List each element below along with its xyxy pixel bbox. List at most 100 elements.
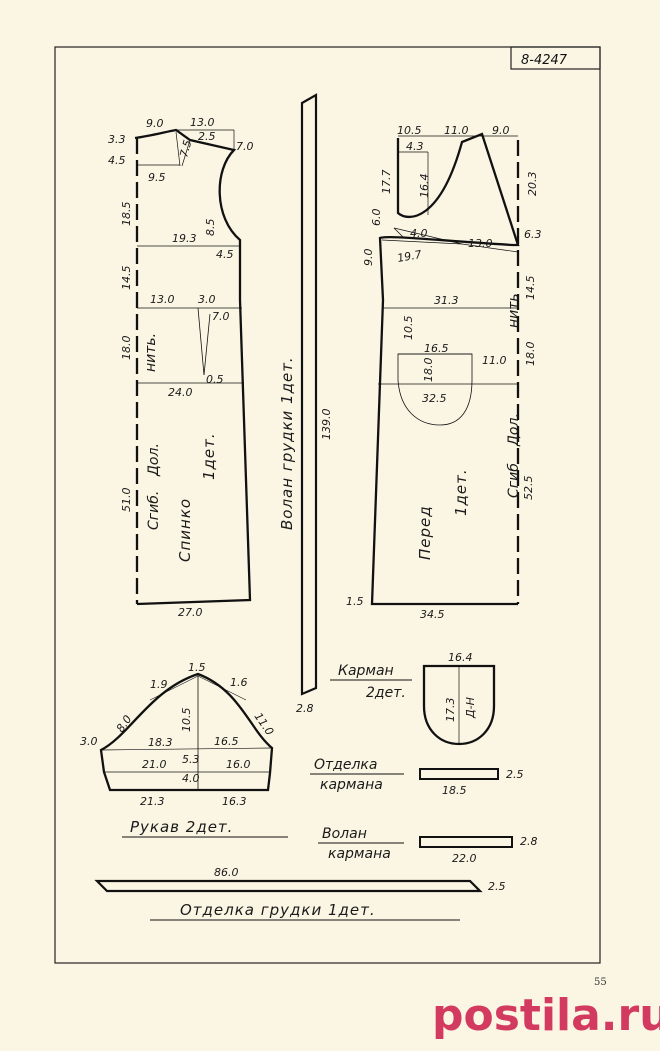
front-m-13-0: 13.0: [468, 237, 493, 250]
pocket-m-17-3: 17.3: [444, 698, 457, 723]
front-m-31-3: 31.3: [434, 294, 459, 307]
front-m-32-5: 32.5: [422, 392, 447, 405]
back-title: Спинко: [176, 498, 194, 562]
sleeve-m-11-0: 11.0: [252, 710, 277, 738]
back-m-4-5b: 4.5: [216, 248, 234, 261]
otdelka-karmana-label1: Отделка: [314, 757, 377, 773]
front-grain: Дол.: [506, 413, 522, 447]
volan-karmana-label1: Волан: [322, 826, 367, 842]
sleeve-m-21-3: 21.3: [140, 795, 165, 808]
front-m-4-3: 4.3: [406, 140, 424, 153]
otdelka-karmana-label2: кармана: [320, 777, 383, 793]
volan-karmana-label2: кармана: [328, 846, 391, 862]
pocket-piece: [422, 664, 496, 746]
back-m-3-0: 3.0: [198, 293, 216, 306]
front-piece: [370, 132, 520, 606]
volan-grudki-len: 139.0: [320, 409, 333, 441]
back-m-51-0: 51.0: [120, 488, 133, 513]
front-m-4-0: 4.0: [410, 227, 428, 240]
back-m-18-5: 18.5: [120, 202, 133, 227]
back-m-8-5: 8.5: [204, 219, 217, 237]
back-m-24-0: 24.0: [168, 386, 193, 399]
front-m-18-0: 18.0: [422, 358, 435, 383]
back-m-2-5: 2.5: [198, 130, 216, 143]
pocket-label1: Карман: [338, 663, 394, 679]
sleeve-m-16-5: 16.5: [214, 735, 239, 748]
otdelka-karmana-len: 18.5: [442, 784, 467, 797]
front-m-14-5: 14.5: [524, 276, 537, 301]
back-m-14-5: 14.5: [120, 266, 133, 291]
front-title: Перед: [416, 505, 434, 560]
sleeve-m-16-3: 16.3: [222, 795, 247, 808]
volan-karmana-width: 2.8: [520, 835, 538, 848]
back-m-19-3: 19.3: [172, 232, 197, 245]
front-m-18-0b: 18.0: [524, 342, 537, 367]
back-m-9-5: 9.5: [148, 171, 166, 184]
front-m-20-3: 20.3: [526, 172, 539, 197]
back-count: 1дет.: [200, 432, 218, 480]
front-m-17-7: 17.7: [380, 170, 393, 195]
front-m-6-3: 6.3: [524, 228, 542, 241]
front-count: 1дет.: [452, 468, 470, 516]
volan-grudki-label: Волан грудки 1дет.: [278, 356, 296, 530]
sleeve-m-18-3: 18.3: [148, 736, 173, 749]
otdelka-grudki-len: 86.0: [214, 866, 239, 879]
sleeve-m-4-0: 4.0: [182, 772, 200, 785]
front-m-1-5: 1.5: [346, 595, 364, 608]
sleeve-m-1-9: 1.9: [150, 678, 168, 691]
pocket-label2: 2дет.: [366, 685, 406, 701]
back-m-13-0b: 13.0: [150, 293, 175, 306]
sleeve-label: Рукав 2дет.: [130, 818, 233, 836]
front-m-16-4: 16.4: [418, 174, 431, 199]
sleeve-m-8-0: 8.0: [114, 713, 135, 735]
otdelka-karmana-piece: [419, 768, 499, 780]
front-grain2: нить: [506, 293, 522, 328]
front-m-52-5: 52.5: [522, 476, 535, 501]
sleeve-m-3-0: 3.0: [80, 735, 98, 748]
otdelka-karmana-width: 2.5: [506, 768, 524, 781]
otdelka-grudki-width: 2.5: [488, 880, 506, 893]
back-m-9-0: 9.0: [146, 117, 164, 130]
watermark: postila.ru: [432, 990, 660, 1041]
pocket-m-16-4: 16.4: [448, 651, 473, 664]
front-m-9-0: 9.0: [492, 124, 510, 137]
back-labels: 9.0 13.0 3.3 2.5 7.0 4.5 7.5 9.5 18.5 8.…: [108, 116, 254, 619]
front-m-9-0b: 9.0: [362, 249, 375, 267]
volan-karmana-piece: [419, 836, 513, 848]
front-m-16-5: 16.5: [424, 342, 449, 355]
sleeve-m-1-5: 1.5: [188, 661, 206, 674]
sleeve-m-10-5: 10.5: [180, 708, 193, 733]
otdelka-grudki-piece: [94, 879, 483, 893]
back-fold: Сгиб.: [146, 491, 162, 530]
sleeve-m-16-0: 16.0: [226, 758, 251, 771]
sleeve-m-1-6: 1.6: [230, 676, 248, 689]
front-m-6-0: 6.0: [370, 209, 383, 227]
volan-grudki-width: 2.8: [296, 702, 314, 715]
back-grain2: нить.: [143, 333, 159, 372]
page-frame: [54, 46, 601, 964]
back-m-0-5: 0.5: [206, 373, 224, 386]
pocket-inner: Д-Н: [464, 697, 477, 719]
front-m-11-0: 11.0: [444, 124, 469, 137]
front-fold: Сгиб: [506, 463, 522, 498]
back-m-18-0: 18.0: [120, 336, 133, 361]
front-m-10-5b: 10.5: [402, 316, 415, 341]
back-m-7-5: 7.5: [177, 139, 194, 159]
sleeve-m-21-0: 21.0: [142, 758, 167, 771]
back-grain: Дол.: [146, 443, 162, 477]
front-labels: 10.5 11.0 9.0 4.3 17.7 16.4 20.3 6.0 4.0…: [346, 124, 542, 621]
back-m-4-5: 4.5: [108, 154, 126, 167]
back-piece: [134, 128, 252, 606]
sheet-code: 8-4247: [521, 53, 568, 68]
front-m-34-5: 34.5: [420, 608, 445, 621]
back-m-3-3: 3.3: [108, 133, 126, 146]
volan-karmana-len: 22.0: [452, 852, 477, 865]
back-m-7-0: 7.0: [236, 140, 254, 153]
sleeve-m-5-3: 5.3: [182, 753, 200, 766]
front-m-11-0b: 11.0: [482, 354, 507, 367]
back-m-27-0: 27.0: [178, 606, 203, 619]
code-box: [510, 46, 601, 70]
sleeve-piece: [99, 672, 274, 792]
page-number: 55: [594, 977, 607, 988]
